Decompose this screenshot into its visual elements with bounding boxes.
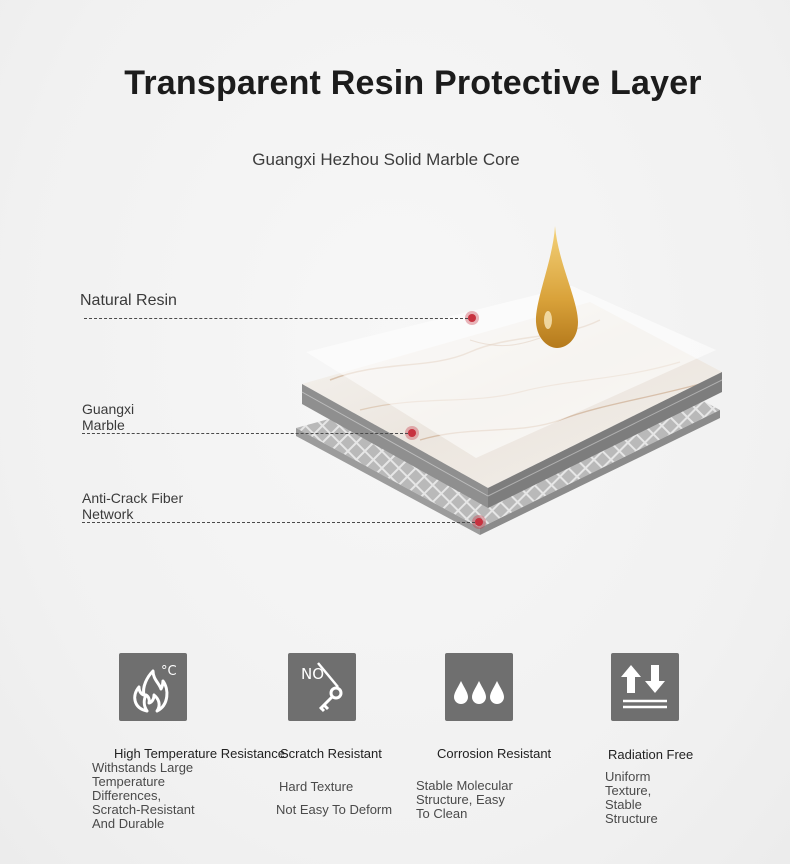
feature-title-scratch-resistant: Scratch Resistant — [280, 746, 382, 761]
feature-desc-scratch-line-1: Hard Texture — [279, 779, 354, 794]
feature-desc-scratch-line-2: Not Easy To Deform — [276, 802, 393, 817]
feature-desc-high-temperature: Withstands Large Temperature Differences… — [92, 760, 195, 831]
no-badge-label: NO — [301, 665, 324, 683]
temp-unit-label: °C — [161, 664, 177, 679]
leader-natural-resin — [84, 318, 468, 319]
feature-title-radiation-free: Radiation Free — [608, 747, 694, 762]
radiation-arrows-icon — [611, 653, 679, 721]
feature-title-corrosion-resistant: Corrosion Resistant — [437, 746, 552, 761]
resin-film-layer — [306, 286, 716, 458]
resin-drop-icon — [535, 226, 578, 348]
feature-title-high-temperature: High Temperature Resistance — [114, 746, 286, 761]
callout-dots — [405, 311, 486, 529]
callout-guangxi-marble: Guangxi Marble — [82, 401, 135, 433]
callout-natural-resin: Natural Resin — [80, 292, 177, 309]
leader-guangxi-marble — [82, 433, 408, 434]
page-title: Transparent Resin Protective Layer — [124, 64, 702, 102]
leader-anti-crack-fiber — [82, 522, 475, 523]
flame-temperature-icon: °C — [119, 653, 187, 721]
water-drops-icon — [445, 653, 513, 721]
feature-desc-radiation-free: Uniform Texture, Stable Structure — [605, 769, 658, 826]
callout-anti-crack-fiber: Anti-Crack Fiber Network — [82, 490, 184, 522]
no-key-scratch-icon: NO — [288, 653, 356, 721]
feature-desc-corrosion-resistant: Stable Molecular Structure, Easy To Clea… — [416, 778, 513, 821]
page-subtitle: Guangxi Hezhou Solid Marble Core — [252, 150, 520, 169]
